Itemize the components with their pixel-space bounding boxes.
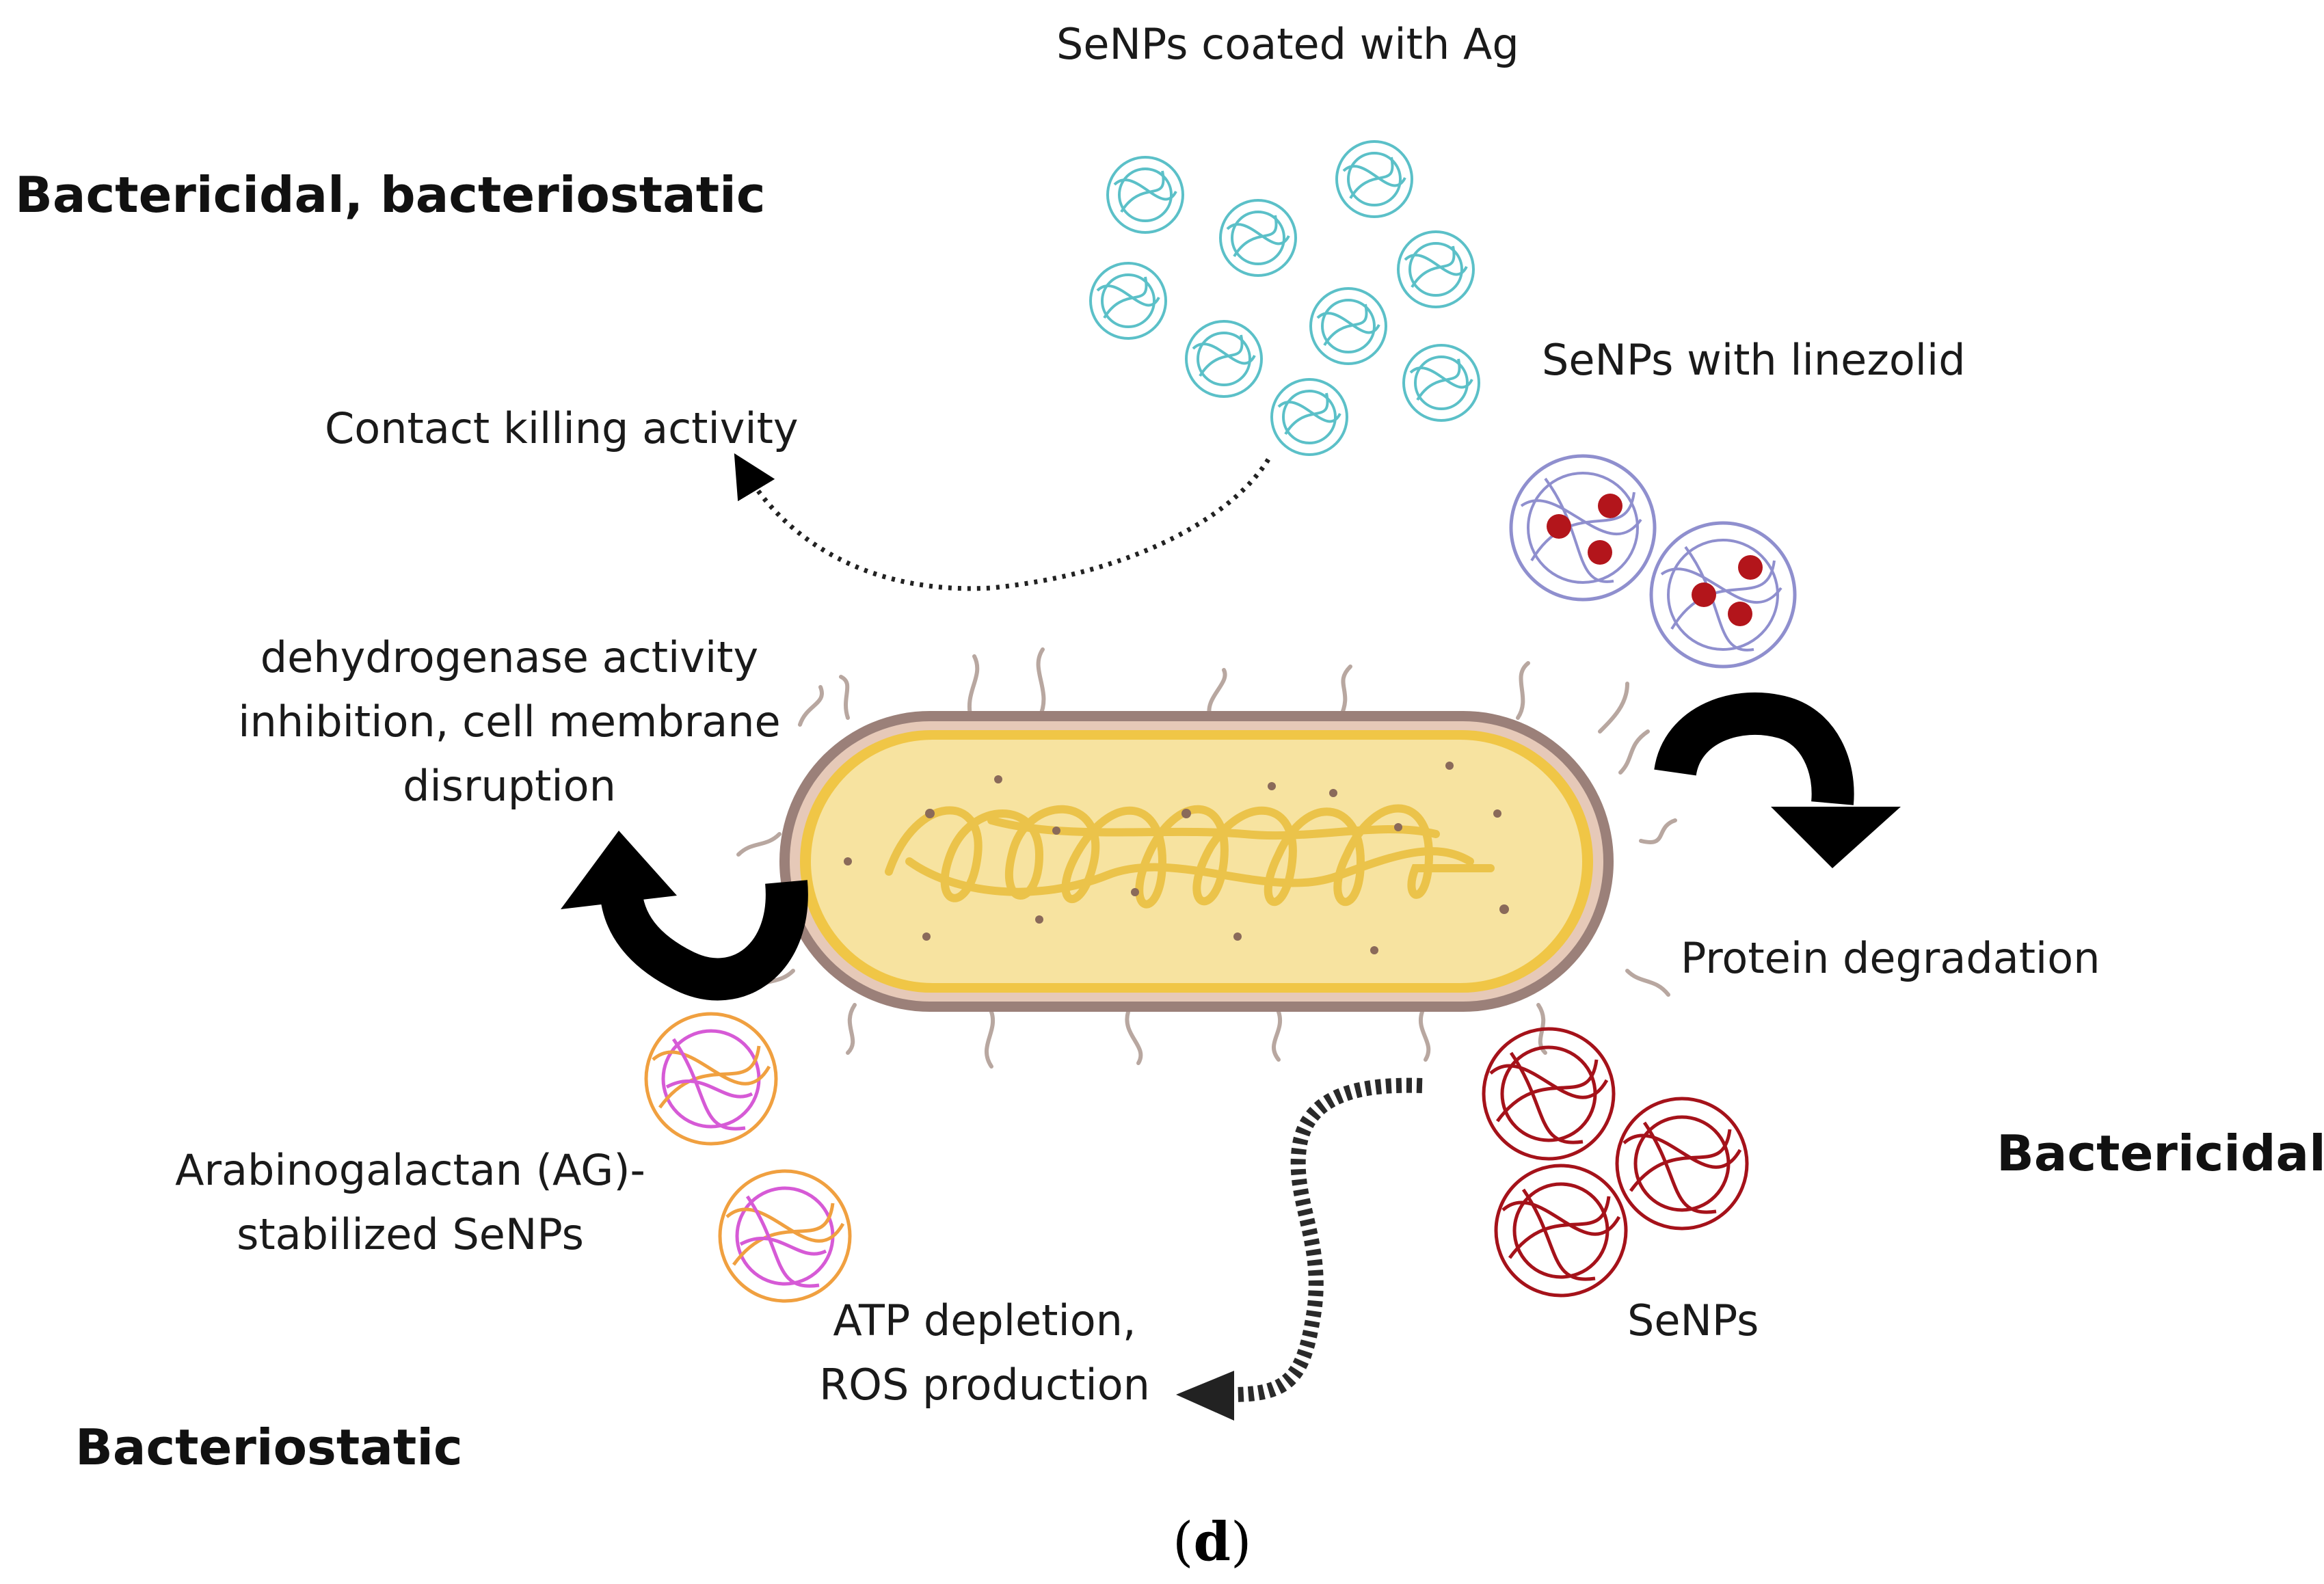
panel-label-letter: d bbox=[1193, 1511, 1231, 1573]
label-line: dehydrogenase activity bbox=[260, 632, 759, 682]
cytoplasm bbox=[811, 740, 1582, 983]
nucleoid-dna bbox=[885, 804, 1495, 909]
heading-bactericidal: Bactericidal bbox=[1996, 1125, 2324, 1182]
ag-particle bbox=[1397, 230, 1475, 308]
bacterium-flagella bbox=[736, 647, 1677, 1069]
senps-ag-cluster bbox=[1089, 140, 1480, 456]
ag-particle bbox=[1185, 320, 1263, 398]
label-line: ATP depletion, bbox=[833, 1296, 1136, 1345]
label-contact-killing-activity: Contact killing activity bbox=[325, 403, 799, 453]
heading-bacteriostatic: Bacteriostatic bbox=[75, 1419, 463, 1476]
panel-label: (d) bbox=[1173, 1511, 1251, 1573]
label-atp-ros: ATP depletion, ROS production bbox=[793, 1289, 1176, 1417]
ag-particle bbox=[1219, 199, 1297, 277]
senp-particle bbox=[1615, 1097, 1749, 1231]
ag-stabilized-particle bbox=[718, 1169, 852, 1303]
linezolid-particle bbox=[1649, 521, 1797, 669]
ag-stabilized-particle bbox=[644, 1012, 778, 1146]
panel-label-close: ) bbox=[1230, 1512, 1252, 1573]
label-dehydrogenase-inhibition: dehydrogenase activity inhibition, cell … bbox=[205, 626, 814, 818]
label-line: disruption bbox=[403, 761, 616, 811]
ag-particle bbox=[1309, 287, 1387, 365]
label-line: inhibition, cell membrane bbox=[238, 697, 781, 747]
ag-particle bbox=[1335, 140, 1413, 218]
label-senps: SeNPs bbox=[1627, 1296, 1759, 1345]
ag-particle bbox=[1089, 262, 1167, 340]
label-senps-with-linezolid: SeNPs with linezolid bbox=[1542, 335, 1966, 385]
label-senps-coated-with-ag: SeNPs coated with Ag bbox=[1056, 19, 1519, 69]
curved-arrow-right bbox=[1654, 692, 1901, 868]
senp-particle bbox=[1482, 1027, 1616, 1161]
senps-red-cluster bbox=[1482, 1027, 1749, 1298]
senp-particle bbox=[1494, 1164, 1628, 1298]
curved-arrow-left bbox=[561, 831, 808, 1001]
label-line: ROS production bbox=[819, 1360, 1150, 1410]
bacterium bbox=[736, 647, 1677, 1069]
ag-stabilized-senps-cluster bbox=[644, 1012, 852, 1303]
label-line: stabilized SeNPs bbox=[237, 1209, 584, 1259]
ribosomes bbox=[844, 762, 1509, 954]
label-line: Arabinogalactan (AG)- bbox=[175, 1145, 645, 1195]
ag-particle bbox=[1402, 344, 1480, 422]
senps-linezolid-cluster bbox=[1509, 454, 1797, 669]
linezolid-particle bbox=[1509, 454, 1657, 602]
panel-label-open: ( bbox=[1173, 1512, 1194, 1573]
label-arabinogalactan-senps: Arabinogalactan (AG)- stabilized SeNPs bbox=[147, 1138, 673, 1267]
heading-bactericidal-bacteriostatic: Bactericidal, bacteriostatic bbox=[15, 166, 766, 224]
atp-dashed-arrow bbox=[1176, 1077, 1423, 1421]
label-protein-degradation: Protein degradation bbox=[1681, 933, 2100, 983]
ag-particle bbox=[1270, 378, 1348, 456]
contact-killing-dotted-arrow bbox=[734, 453, 1270, 591]
ag-particle bbox=[1106, 156, 1184, 234]
